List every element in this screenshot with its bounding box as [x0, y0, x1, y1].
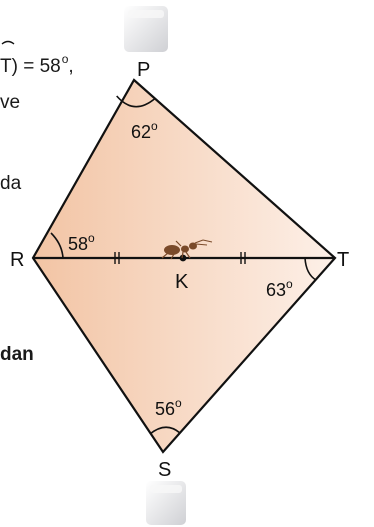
ant-icon	[161, 239, 213, 260]
angle-label-R: 58o	[68, 231, 95, 254]
angle-arc-P	[116, 95, 156, 108]
vertex-label-R: R	[10, 249, 24, 271]
text-fragment-top: T) = 58o,	[0, 48, 74, 78]
sugar-cube-icon	[124, 6, 168, 52]
text-fragment-dan: dan	[0, 344, 34, 365]
angle-arc-T	[304, 257, 317, 281]
text-fragment-top-main: T) = 58	[0, 56, 61, 77]
arc-notation-mark	[1, 40, 15, 45]
vertex-label-P: P	[137, 59, 150, 81]
angle-arc-S	[149, 426, 181, 435]
midpoint-K-dot	[179, 254, 187, 262]
angle-label-S: 56o	[155, 396, 182, 419]
vertex-label-T: T	[337, 249, 349, 271]
kite-shape	[31, 78, 337, 454]
equality-tick-marks	[114, 252, 246, 264]
angle-arc-R	[50, 232, 64, 259]
text-fragment-top-degree: o	[61, 52, 69, 66]
text-fragment-da: da	[0, 173, 22, 194]
angle-label-T: 63o	[266, 277, 293, 300]
sugar-cube-icon	[146, 481, 186, 525]
text-fragment-top-end: ,	[68, 56, 74, 77]
point-label-K: K	[175, 271, 189, 293]
vertex-label-S: S	[158, 459, 171, 481]
angle-label-P: 62o	[131, 119, 158, 142]
text-fragment-ve: ve	[0, 92, 21, 113]
